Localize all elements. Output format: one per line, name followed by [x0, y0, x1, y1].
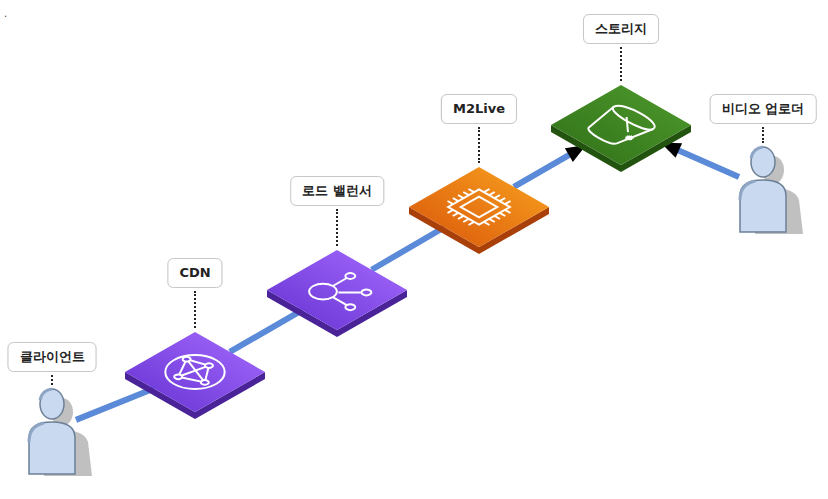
service-icon [409, 167, 549, 255]
user-figure [22, 382, 82, 477]
data-flow [76, 389, 154, 420]
node-label: M2Live [441, 94, 517, 124]
flow-line [230, 310, 302, 352]
user-figure [733, 140, 793, 235]
service-icon [551, 85, 691, 173]
data-flow [661, 142, 739, 177]
flow-line [76, 389, 154, 420]
flow-line [372, 227, 445, 270]
service-node: CDN [125, 332, 265, 420]
service-node: 로드 밸런서 [267, 250, 407, 338]
data-flow [372, 227, 445, 270]
service-node: 스토리지 [551, 85, 691, 173]
node-label: 클라이언트 [8, 342, 97, 372]
data-flow [514, 145, 586, 187]
leader-line [336, 209, 338, 246]
flow-line [514, 154, 571, 187]
service-node: M2Live [409, 167, 549, 255]
node-label: 비디오 업로더 [710, 94, 817, 124]
leader-line [478, 127, 480, 163]
service-icon [125, 332, 265, 420]
user-node: 클라이언트 [22, 382, 82, 477]
flow-line [677, 150, 739, 177]
leader-line [620, 47, 622, 81]
leader-line [762, 127, 764, 143]
leader-line [51, 375, 53, 385]
data-flow [230, 310, 302, 352]
node-label: CDN [167, 258, 222, 288]
node-label: 스토리지 [583, 14, 659, 44]
stray-mark: . [4, 8, 7, 19]
service-icon [267, 250, 407, 338]
leader-line [194, 291, 196, 328]
user-node: 비디오 업로더 [733, 140, 793, 235]
node-label: 로드 밸런서 [290, 176, 384, 206]
